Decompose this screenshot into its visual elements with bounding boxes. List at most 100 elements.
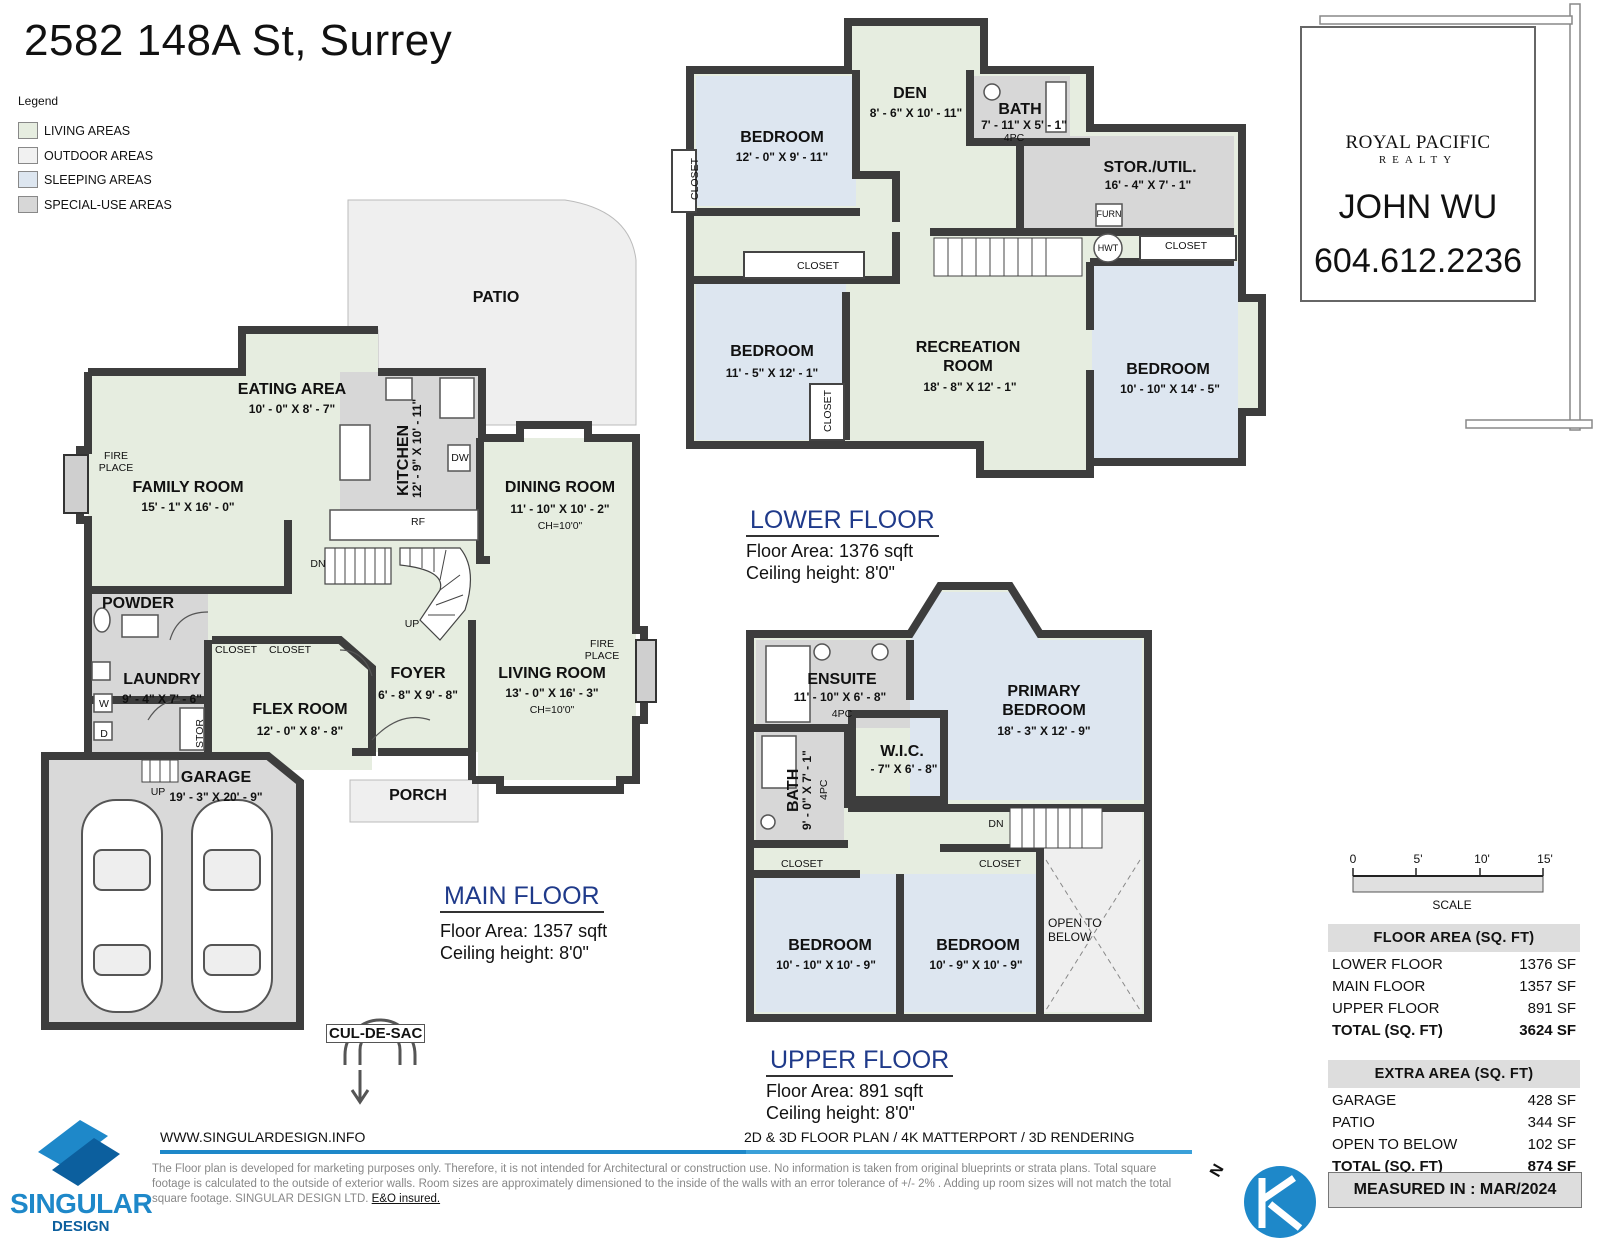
hot-water-tank-label: HWT <box>1097 243 1119 253</box>
room-living-room: LIVING ROOM <box>498 665 606 682</box>
room-dining-room: DINING ROOM <box>504 479 616 496</box>
lower-room-bedroom-3-dim: 10' - 10" X 14' - 5" <box>1120 382 1220 396</box>
room-eating-area: EATING AREA <box>237 381 347 398</box>
upper-closet-label-a: CLOSET <box>780 858 824 870</box>
porch-fill <box>349 779 479 823</box>
legend-item-special: SPECIAL-USE AREAS <box>18 196 172 213</box>
lower-room-bedroom-2: BEDROOM <box>730 343 814 360</box>
footer-services: 2D & 3D FLOOR PLAN / 4K MATTERPORT / 3D … <box>744 1129 1135 1145</box>
living-ceiling-height: CH=10'0" <box>529 704 575 716</box>
logo-text-top: SINGULAR <box>10 1188 153 1219</box>
stairs-down-label: DN <box>310 558 326 570</box>
upper-bed1-fill <box>756 874 900 1012</box>
garage-up-label: UP <box>150 786 166 798</box>
lower-floor-ceiling: Ceiling height: 8'0" <box>746 563 895 583</box>
upper-open-to-below: OPEN TO BELOW <box>1048 916 1102 944</box>
storage-label: STOR <box>194 719 206 748</box>
singular-design-logo-mark <box>38 1120 120 1186</box>
living-fireplace-label: FIRE PLACE <box>584 638 620 662</box>
fridge-label: RF <box>411 516 425 528</box>
furnace-label: FURN <box>1096 209 1122 219</box>
legend-item-sleeping: SLEEPING AREAS <box>18 171 152 188</box>
main-floor-ceiling: Ceiling height: 8'0" <box>440 943 589 963</box>
legend-item-outdoor: OUTDOOR AREAS <box>18 147 153 164</box>
fireplace-label: FIRE PLACE <box>98 450 134 474</box>
eo-insured: E&O insured. <box>371 1193 441 1205</box>
closet-label-2: CLOSET <box>268 644 312 656</box>
room-laundry-dim: 9' - 4" X 7' - 6" <box>122 692 202 706</box>
room-kitchen-dim: 12' - 9" X 10' - 11" <box>410 398 424 498</box>
room-powder: POWDER <box>102 595 174 612</box>
north-arrow-icon <box>1244 1166 1316 1238</box>
lower-closet-label-d: CLOSET <box>1164 240 1208 252</box>
room-family-room-dim: 15' - 1" X 16' - 0" <box>141 500 235 514</box>
page-title: 2582 148A St, Surrey <box>24 16 453 65</box>
cul-de-sac-label: CUL-DE-SAC <box>326 1024 426 1043</box>
upper-room-bath-dim: 9' - 0" X 7' - 1" <box>800 750 814 830</box>
brand-company: ROYAL PACIFIC <box>1345 132 1491 153</box>
room-porch: PORCH <box>389 787 447 804</box>
lower-room-den-dim: 8' - 6" X 10' - 11" <box>869 106 963 120</box>
lower-room-bedroom-2-dim: 11' - 5" X 12' - 1" <box>725 366 819 380</box>
room-foyer-dim: 6' - 8" X 9' - 8" <box>378 688 458 702</box>
scale-tick-0: 0 <box>1349 852 1357 866</box>
lower-room-bedroom-1-dim: 12' - 0" X 9' - 11" <box>735 150 829 164</box>
main-floor-area: Floor Area: 1357 sqft <box>440 921 608 941</box>
extra-area-total: TOTAL (SQ. FT)874 SF <box>1332 1158 1576 1175</box>
upper-floor-heading: UPPER FLOOR <box>766 1046 954 1077</box>
upper-room-ensuite-dim: 11' - 10" X 6' - 8" <box>793 690 887 704</box>
legend-title: Legend <box>18 94 59 108</box>
scale-tick-15: 15' <box>1537 852 1553 866</box>
upper-room-primary-bedroom: PRIMARY BEDROOM <box>1002 683 1086 719</box>
footer-url[interactable]: WWW.SINGULARDESIGN.INFO <box>160 1129 366 1145</box>
room-laundry: LAUNDRY <box>123 671 201 688</box>
room-living-room-dim: 13' - 0" X 16' - 3" <box>505 686 599 700</box>
scale-label: SCALE <box>1432 898 1472 912</box>
car-right-icon <box>191 799 273 1013</box>
brand-company-sub: REALTY <box>1378 154 1458 166</box>
upper-room-bedroom-2: BEDROOM <box>936 937 1020 954</box>
dining-ceiling-height: CH=10'0" <box>537 520 583 532</box>
scale-bar <box>1352 868 1544 893</box>
brand-agent-name: JOHN WU <box>1338 188 1498 226</box>
room-foyer: FOYER <box>390 665 446 682</box>
upper-room-bedroom-1-dim: 10' - 10" X 10' - 9" <box>776 958 876 972</box>
closet-label-1: CLOSET <box>214 644 258 656</box>
lower-floor-plan <box>671 18 1266 478</box>
room-garage-dim: 19' - 3" X 20' - 9" <box>169 790 263 804</box>
main-floor-plan <box>41 326 657 1030</box>
footer-disclaimer: The Floor plan is developed for marketin… <box>152 1163 1172 1205</box>
upper-room-wic: W.I.C. <box>880 743 924 760</box>
dishwasher-label: DW <box>451 452 469 464</box>
room-dining-room-dim: 11' - 10" X 10' - 2" <box>510 502 610 516</box>
lower-closet-label-a: CLOSET <box>689 157 701 200</box>
room-eating-area-dim: 10' - 0" X 8' - 7" <box>248 402 336 416</box>
floor-area-total: TOTAL (SQ. FT)3624 SF <box>1332 1022 1576 1039</box>
room-family-room: FAMILY ROOM <box>132 479 244 496</box>
upper-room-bedroom-1: BEDROOM <box>788 937 872 954</box>
lower-room-recreation: RECREATION ROOM <box>915 339 1021 375</box>
main-floor-heading: MAIN FLOOR <box>440 882 604 913</box>
upper-stairs-down-label: DN <box>988 818 1004 830</box>
upper-floor-plan <box>746 582 1152 1022</box>
upper-closet-label-b: CLOSET <box>978 858 1022 870</box>
sign-post <box>1319 3 1593 431</box>
upper-floor-area: Floor Area: 891 sqft <box>766 1081 924 1101</box>
lower-util-fill <box>1020 136 1234 232</box>
lower-room-stor-util: STOR./UTIL. <box>1103 159 1197 176</box>
logo-text-bottom: DESIGN <box>52 1218 110 1235</box>
lower-bath-pc: 4PC <box>1003 132 1025 144</box>
floor-area-heading: FLOOR AREA (SQ. FT) <box>1328 924 1580 952</box>
brand-agent-phone: 604.612.2236 <box>1314 242 1522 280</box>
legend-item-living: LIVING AREAS <box>18 122 130 139</box>
room-patio: PATIO <box>472 289 520 306</box>
lower-room-bath-dim: 7' - 11" X 5' - 1" <box>981 118 1067 132</box>
lower-room-recreation-dim: 18' - 8" X 12' - 1" <box>923 380 1017 394</box>
lower-room-bedroom-1: BEDROOM <box>740 129 824 146</box>
